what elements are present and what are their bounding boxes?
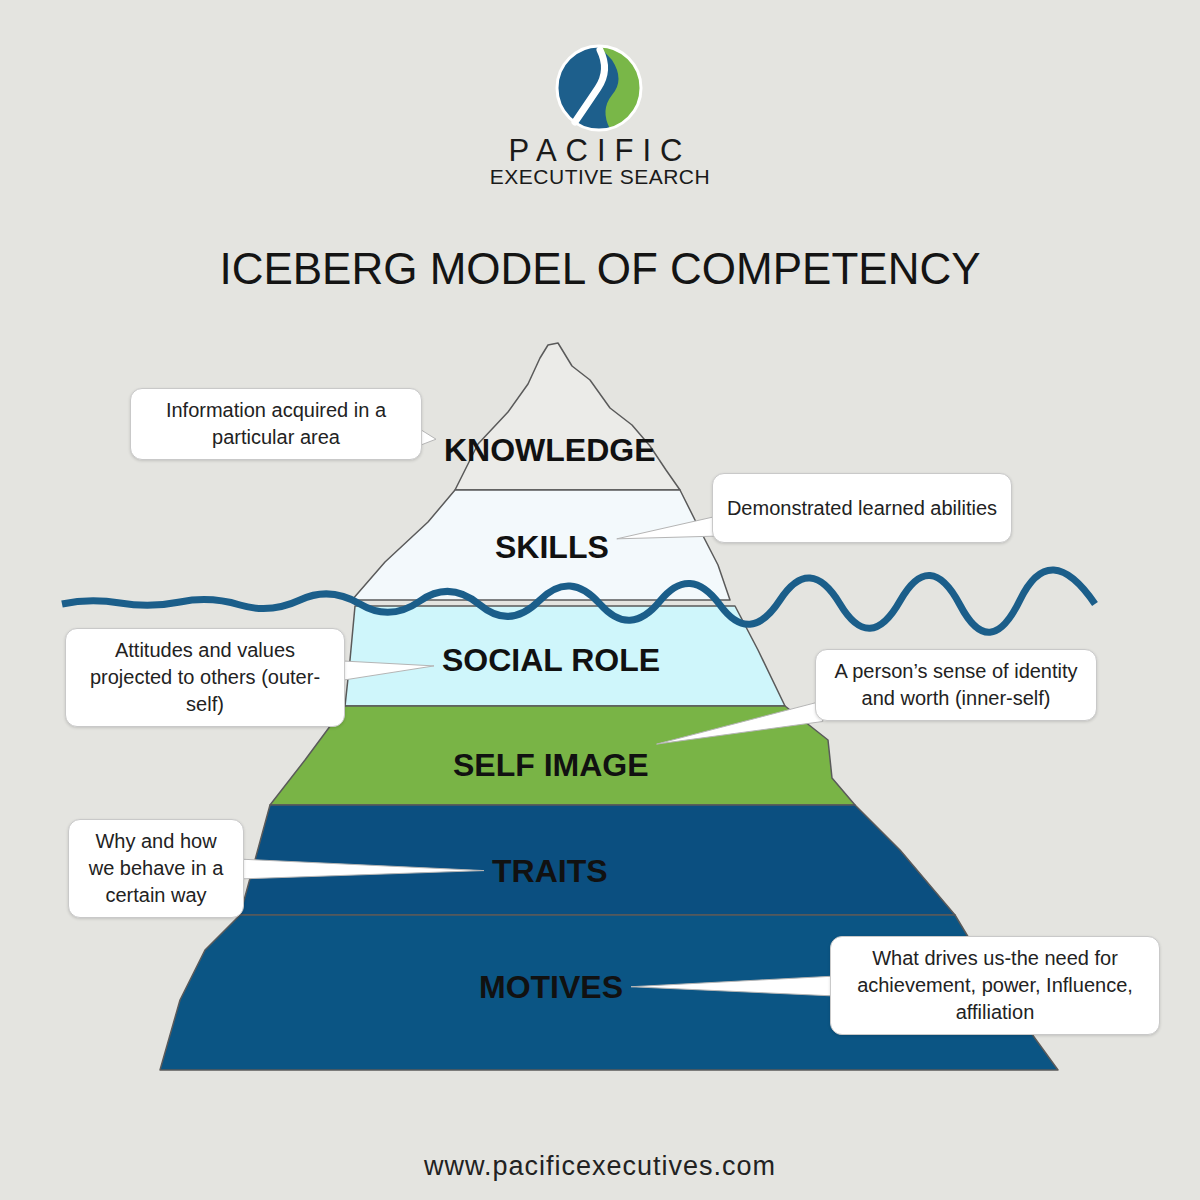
social-role-band	[345, 606, 785, 706]
traits-band	[240, 805, 955, 915]
callout-tail	[617, 516, 719, 539]
callout-text: Why and how we behave in a certain way	[81, 828, 231, 909]
callout-tail-shape	[631, 976, 836, 996]
callout-text: What drives us-the need for achievement,…	[843, 945, 1147, 1026]
speech-bubble: Why and how we behave in a certain way	[68, 819, 244, 918]
callout-tail	[238, 859, 484, 879]
band-title: SOCIAL ROLE	[442, 641, 660, 679]
skills-label: SKILLS	[487, 524, 617, 570]
speech-bubble: Attitudes and values projected to others…	[65, 628, 345, 727]
callout-text: Attitudes and values projected to others…	[78, 637, 332, 718]
callout-text: Demonstrated learned abilities	[727, 495, 997, 522]
callout-tail	[657, 702, 823, 744]
company-logo	[557, 46, 641, 130]
band-title: SELF IMAGE	[453, 746, 649, 784]
callout-tail	[631, 976, 836, 996]
callout-tail-shape	[657, 702, 823, 744]
callout-text: A person’s sense of identity and worth (…	[828, 658, 1084, 712]
band-title: SKILLS	[495, 528, 609, 566]
motives-label: MOTIVES	[471, 964, 631, 1010]
band-title: TRAITS	[492, 852, 608, 890]
website-url: www.pacificexecutives.com	[0, 1150, 1200, 1182]
self-image-label: SELF IMAGE	[445, 742, 657, 788]
social-role-label: SOCIAL ROLE	[434, 637, 668, 683]
band-title: KNOWLEDGE	[444, 431, 656, 469]
traits-label: TRAITS	[484, 848, 616, 894]
band-title: MOTIVES	[479, 968, 623, 1006]
water-line	[62, 570, 1095, 632]
company-subtitle: EXECUTIVE SEARCH	[0, 164, 1200, 189]
callout-tail	[339, 661, 434, 681]
callout-tail-shape	[339, 661, 434, 681]
callout-tail-shape	[617, 516, 719, 539]
skills-band	[352, 490, 730, 600]
speech-bubble: Demonstrated learned abilities	[712, 473, 1012, 543]
callout-text: Information acquired in a particular are…	[143, 397, 409, 451]
callout-tail-shape	[238, 859, 484, 879]
speech-bubble: Information acquired in a particular are…	[130, 388, 422, 460]
speech-bubble: What drives us-the need for achievement,…	[830, 936, 1160, 1035]
speech-bubble: A person’s sense of identity and worth (…	[815, 649, 1097, 721]
diagram-title: ICEBERG MODEL OF COMPETENCY	[0, 242, 1200, 296]
company-name: PACIFIC	[0, 132, 1200, 169]
knowledge-label: KNOWLEDGE	[436, 427, 664, 473]
